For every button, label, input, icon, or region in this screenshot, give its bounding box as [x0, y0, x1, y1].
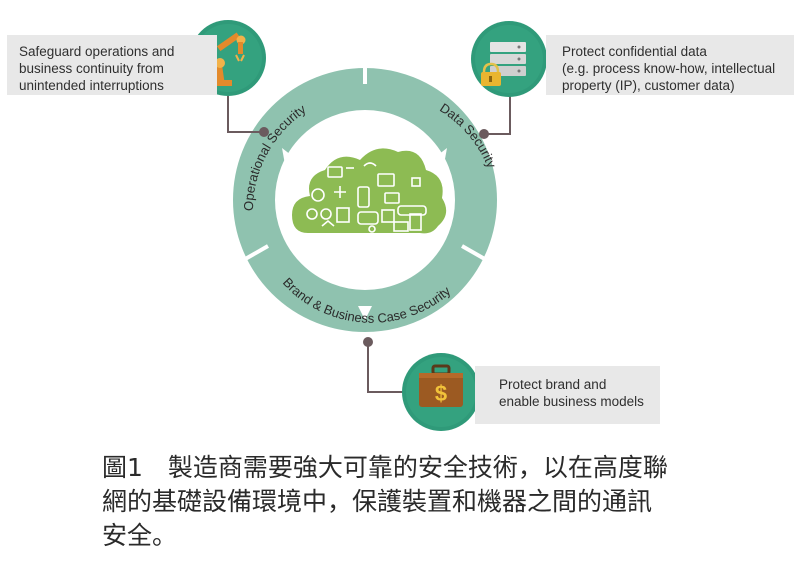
connector-dot-operations: [259, 127, 269, 137]
ring-divider-right: [461, 244, 491, 264]
connector-dot-brand: [363, 337, 373, 347]
callout-data-line-3: property (IP), customer data): [562, 78, 735, 93]
callout-brand-line-2: enable business models: [499, 394, 644, 409]
connector-dot-data: [479, 129, 489, 139]
callout-data-line-1: Protect confidential data: [562, 44, 707, 59]
ring-arrow-bottom: [358, 306, 372, 320]
callout-data: Protect confidential data (e.g. process …: [546, 35, 794, 95]
security-ring: [233, 56, 497, 332]
ring-divider-left: [239, 244, 269, 264]
svg-text:$: $: [435, 381, 447, 406]
callout-operations-line-3: unintended interruptions: [19, 78, 164, 93]
ring-arrow-right: [429, 148, 447, 170]
connector-data: [484, 96, 511, 135]
figure-caption: 圖1 製造商需要強大可靠的安全技術，以在高度聯 網的基礎設備環境中，保護裝置和機…: [102, 451, 762, 553]
caption-line-3: 安全。: [102, 521, 178, 550]
ring-arrow-left: [282, 148, 300, 170]
callout-brand: Protect brand and enable business models: [475, 366, 660, 424]
iot-cloud-icon: [292, 148, 447, 234]
connector-brand: [367, 342, 404, 393]
server-lock-icon: [471, 21, 547, 97]
callout-data-line-2: (e.g. process know-how, intellectual: [562, 61, 776, 76]
connector-operations: [227, 96, 264, 133]
caption-line-2: 網的基礎設備環境中，保護裝置和機器之間的通訊: [102, 487, 653, 516]
callout-operations-line-2: business continuity from: [19, 61, 164, 76]
callout-brand-line-1: Protect brand and: [499, 377, 607, 392]
connectors: [227, 96, 511, 393]
briefcase-dollar-icon: $: [402, 353, 480, 431]
callout-operations: Safeguard operations and business contin…: [7, 35, 217, 95]
caption-line-1: 圖1 製造商需要強大可靠的安全技術，以在高度聯: [102, 453, 668, 482]
callout-operations-line-1: Safeguard operations and: [19, 44, 175, 59]
